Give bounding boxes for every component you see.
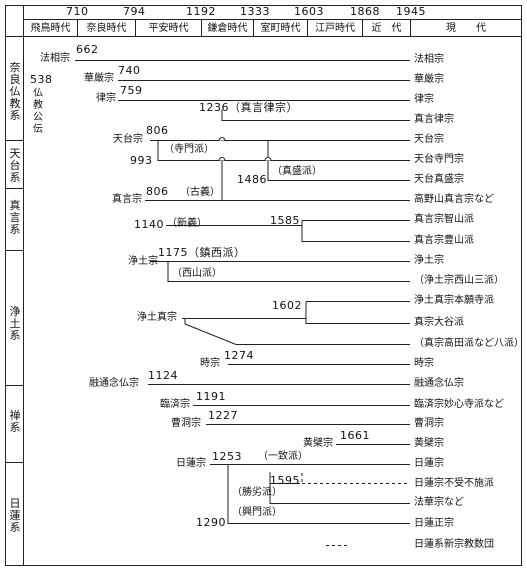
year-1192: 1192 [186, 5, 216, 18]
shin-year: 1602 [272, 299, 302, 312]
shinsei-branch: （真盛派） [272, 166, 322, 177]
soto-year: 1227 [208, 409, 238, 422]
shingon-year: 806 [146, 185, 169, 198]
era-heian: 平安時代 [148, 23, 189, 34]
jimon-year: 993 [130, 154, 153, 167]
dashed-lines [301, 473, 410, 546]
year-1868: 1868 [350, 5, 380, 18]
hosso-end: 法相宗 [414, 54, 444, 65]
year-1603: 1603 [294, 5, 324, 18]
itchi-branch: （一致派） [258, 451, 308, 462]
jodo-start: 浄土宗 [128, 256, 158, 267]
year-1945: 1945 [396, 5, 426, 18]
shin-start: 浄土真宗 [137, 312, 177, 323]
shingi-branch: （新義） [167, 218, 207, 229]
jimon-end: 天台寺門宗 [414, 154, 464, 165]
yuzu-end: 融通念仏宗 [414, 378, 464, 389]
fujufuse-year: 1595 [270, 474, 300, 487]
kegon-start: 華厳宗 [84, 73, 114, 84]
era-contemporary: 現 代 [446, 23, 486, 34]
year-538: 538 [30, 73, 53, 86]
group-zen: 禅系 [9, 409, 21, 434]
rinzai-start: 臨済宗 [160, 399, 190, 410]
hosso-start: 法相宗 [40, 53, 70, 64]
soto-end: 曹洞宗 [414, 418, 444, 429]
kogi-branch: （古義） [180, 187, 220, 198]
shoshu-end: 日蓮正宗 [414, 518, 454, 529]
group-jodo: 浄土系 [9, 305, 21, 342]
shinsei-end: 天台真盛宗 [414, 174, 464, 185]
kegon-year: 740 [118, 64, 141, 77]
shoretsu-branch: （勝劣派） [232, 487, 282, 498]
jodo-end: 浄土宗 [414, 255, 444, 266]
year-710: 710 [66, 5, 89, 18]
shingon-ritsu-end: 真言律宗 [414, 114, 454, 125]
obaku-year: 1661 [340, 429, 370, 442]
shingi-year: 1140 [134, 218, 164, 231]
koyasan-end: 高野山真言宗など [414, 194, 494, 205]
buzan-end: 真言宗豊山派 [414, 235, 474, 246]
obaku-start: 黄檗宗 [303, 438, 333, 449]
ji-end: 時宗 [414, 358, 434, 369]
kegon-end: 華厳宗 [414, 74, 444, 85]
komon-branch: （興門派） [232, 507, 282, 518]
buddhism-arrival-label: 仏教公伝 [33, 88, 43, 135]
seizan-end: （浄土宗西山三派） [414, 275, 504, 286]
yuzu-start: 融通念仏宗 [89, 378, 139, 389]
new-sects-label: 日蓮系新宗教数団 [414, 539, 494, 550]
komon-year: 1290 [196, 516, 226, 529]
tendai-year: 806 [146, 124, 169, 137]
nichiren-start: 日蓮宗 [176, 458, 206, 469]
tendai-start: 天台宗 [113, 134, 143, 145]
outer-frame [5, 5, 522, 566]
ritsu-year: 759 [120, 84, 143, 97]
group-nichiren: 日蓮系 [9, 497, 21, 534]
soto-start: 曹洞宗 [171, 418, 201, 429]
shingon-ritsu-year: 1236（真言律宗） [199, 101, 298, 114]
era-kamakura: 鎌倉時代 [207, 23, 248, 34]
ji-year: 1274 [224, 349, 254, 362]
era-nara: 奈良時代 [86, 23, 127, 34]
rinzai-year: 1191 [196, 390, 226, 403]
seizan-branch: （西山派） [172, 268, 222, 279]
shingon-start: 真言宗 [112, 194, 142, 205]
chisan-year: 1585 [270, 214, 300, 227]
takada-end: （真宗高田派など八派） [414, 338, 524, 349]
chisan-end: 真言宗智山派 [414, 214, 474, 225]
hokke-end: 法華宗など [414, 497, 464, 508]
fujufuse-end: 日蓮宗不受不施派 [414, 478, 494, 489]
era-asuka: 飛鳥時代 [30, 23, 71, 34]
line-crossings [218, 137, 272, 161]
era-edo: 江戸時代 [315, 23, 355, 34]
yuzu-year: 1124 [148, 369, 178, 382]
ritsu-start: 律宗 [96, 93, 116, 104]
era-modern: 近 代 [371, 23, 402, 34]
nichiren-year: 1253 [212, 450, 242, 463]
group-tendai: 天台系 [9, 147, 21, 184]
ji-start: 時宗 [200, 358, 220, 369]
jimon-branch: （寺門派） [164, 144, 214, 155]
year-794: 794 [123, 5, 146, 18]
group-shingon: 真言系 [9, 199, 21, 236]
obaku-end: 黄檗宗 [414, 438, 444, 449]
shinsei-year: 1486 [237, 173, 267, 186]
hongwanji-end: 浄土真宗本願寺派 [414, 295, 494, 306]
jodo-year: 1175（鎮西派） [158, 246, 246, 259]
hosso-year: 662 [76, 43, 99, 56]
year-1333: 1333 [240, 5, 270, 18]
group-nara-buddhism: 奈良仏教系 [9, 61, 21, 122]
otani-end: 真宗大谷派 [414, 317, 464, 328]
nichiren-end: 日蓮宗 [414, 458, 444, 469]
ritsu-end: 律宗 [414, 94, 434, 105]
lineage-lines [75, 60, 410, 524]
era-muromachi: 室町時代 [260, 23, 301, 34]
rinzai-end: 臨済宗妙心寺派など [414, 399, 504, 410]
tendai-end: 天台宗 [414, 134, 444, 145]
